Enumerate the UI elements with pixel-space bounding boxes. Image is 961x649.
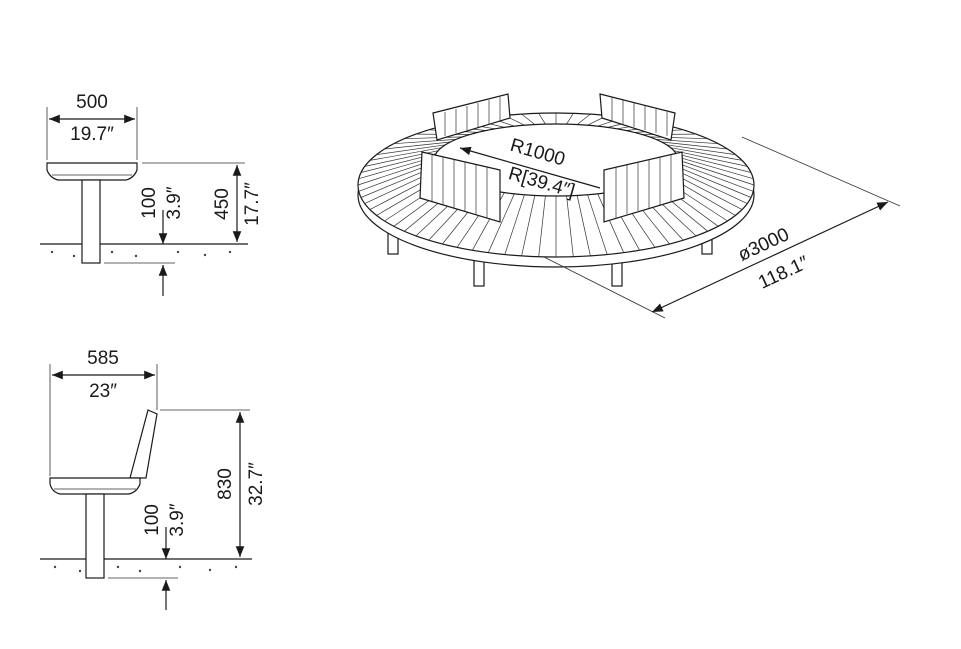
seat-slat: [670, 147, 743, 161]
seat-profile: [46, 162, 138, 181]
seat-slat: [504, 194, 525, 255]
seat-post-2: [85, 493, 105, 579]
seat-slat: [521, 113, 536, 125]
seat-slat: [521, 195, 536, 256]
seat-profile-2: [49, 477, 141, 495]
seat-slat: [677, 156, 754, 180]
back-height-in: 32.7″: [246, 462, 267, 506]
seat-width-in: 19.7″: [70, 124, 114, 145]
seat-slat: [538, 195, 546, 257]
seat-slat: [566, 113, 574, 125]
seat-slat: [655, 139, 719, 145]
backrest-profile: [129, 409, 158, 479]
seat-slat: [677, 159, 755, 186]
seat-slat: [673, 168, 748, 204]
seat-slat: [404, 136, 463, 140]
back-foundation-in: 3.9″: [167, 503, 188, 536]
seat-slat: [677, 162, 754, 192]
seat-height-mm: 450: [212, 188, 233, 220]
backrest-front-left: [419, 151, 501, 223]
backrest-rear-left: [432, 93, 511, 141]
side-view-backrest: 585 23″ 100 3.9″ 830 32.7″: [40, 348, 267, 610]
seat-slat: [675, 165, 752, 198]
seat-slat: [676, 153, 752, 173]
seat-slat: [576, 113, 591, 125]
seat-slat: [666, 144, 736, 155]
back-foundation-mm: 100: [142, 504, 163, 536]
isometric-bench: R1000 R[39.4″] ø3000 118.1″: [357, 93, 901, 319]
seat-foundation-mm: 100: [139, 187, 160, 219]
backrest-rear-right: [599, 93, 676, 141]
seat-slat: [384, 141, 451, 150]
seat-slat: [673, 150, 748, 167]
seat-width-mm: 500: [76, 92, 108, 113]
seat-slat: [597, 193, 625, 253]
seat-slat: [369, 147, 442, 161]
backrest-front-right: [603, 151, 685, 223]
seat-slat: [576, 195, 591, 256]
ground-texture-2: [53, 565, 238, 573]
seat-slat: [538, 113, 546, 125]
back-width-in: 23″: [89, 381, 117, 402]
seat-foundation-in: 3.9″: [164, 186, 185, 219]
seat-slat: [376, 144, 446, 155]
seat-slat: [566, 195, 574, 257]
diameter-dimension-line: [651, 201, 889, 313]
diameter-in: 118.1″: [755, 252, 812, 293]
seat-height-in: 17.7″: [242, 182, 263, 226]
seat-slat: [487, 193, 515, 253]
seat-slat: [649, 136, 708, 140]
seat-slat: [393, 139, 457, 145]
seat-slat: [587, 194, 608, 255]
side-view-seat: 500 19.7″ 100 3.9″ 450 17.7″: [40, 92, 263, 296]
ground-texture: [50, 250, 232, 258]
seat-slat: [661, 141, 728, 150]
seat-post: [81, 179, 101, 264]
radius-dimension-line: [459, 146, 601, 189]
back-width-mm: 585: [87, 348, 119, 369]
back-height-mm: 830: [215, 468, 236, 500]
